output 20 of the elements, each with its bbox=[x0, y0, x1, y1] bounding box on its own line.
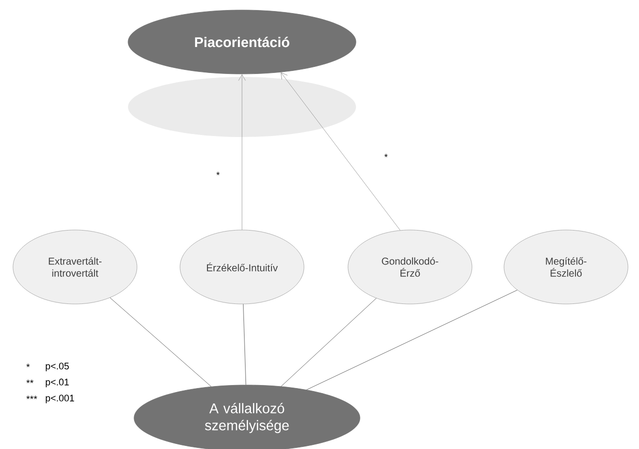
connector-line bbox=[243, 304, 246, 385]
legend-text: *** bbox=[26, 396, 38, 400]
edge-label: * bbox=[215, 170, 221, 180]
connector-line bbox=[306, 290, 518, 390]
arrow bbox=[238, 74, 246, 230]
oval-node: A vállalkozó személyisége bbox=[134, 384, 360, 449]
legend-text: p<.05 bbox=[46, 362, 69, 372]
oval-node: Piacorientáció bbox=[128, 10, 356, 74]
connector-line bbox=[110, 298, 212, 387]
legend-text: p<.001 bbox=[46, 394, 74, 404]
oval-node: Megítélő-Észlelő bbox=[504, 230, 628, 304]
oval-node: Gondolkodó-Érző bbox=[348, 230, 472, 304]
connector-line bbox=[280, 298, 376, 387]
arrow bbox=[280, 72, 400, 230]
legend-text: p<.01 bbox=[46, 378, 69, 388]
oval-node: Érzékelő-Intuitív bbox=[180, 230, 304, 304]
oval-node: Extravertált-introvertált bbox=[12, 230, 138, 304]
legend-text: ** bbox=[26, 380, 34, 384]
edge-label: * bbox=[383, 152, 389, 162]
legend-text: * bbox=[26, 364, 30, 368]
